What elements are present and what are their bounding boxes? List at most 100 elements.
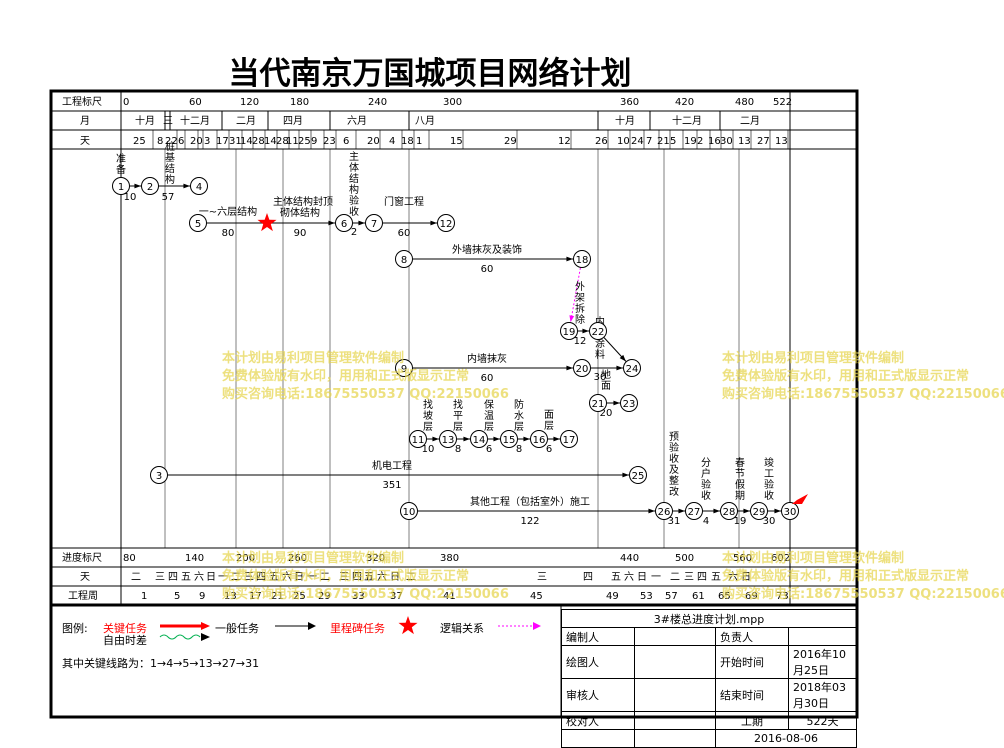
task-name: 一~六层结构 <box>199 205 257 218</box>
month-cell: 六月 <box>347 115 367 127</box>
task-node <box>335 214 353 232</box>
task-name: 层 <box>423 421 433 433</box>
arrow-head <box>569 315 575 323</box>
arrow-head <box>432 436 439 442</box>
task-node <box>150 466 168 484</box>
arrow-head <box>463 436 470 442</box>
task-duration: 31 <box>668 516 681 527</box>
task-node <box>573 250 591 268</box>
week-cell: 25 <box>293 591 306 602</box>
scale-tick: 240 <box>368 97 387 108</box>
task-name: 收 <box>349 205 359 218</box>
weekday-cell: 五 <box>181 572 191 583</box>
month-cell: 二月 <box>236 115 256 127</box>
week-cell: 61 <box>692 591 705 602</box>
progress-tick: 380 <box>440 553 459 564</box>
task-node-label: 4 <box>196 182 202 193</box>
legend-critical: 关键任务 <box>103 622 147 635</box>
task-name: 主体结构封顶 <box>273 195 333 208</box>
task-name: 结 <box>165 162 175 175</box>
day-cell: 14 <box>264 136 277 147</box>
task-name: 面 <box>544 410 554 421</box>
arrow-head <box>430 220 437 226</box>
task-duration: 60 <box>481 373 494 384</box>
month-cell: 十月 <box>135 114 155 127</box>
arrow-head <box>616 365 623 371</box>
task-duration: 30 <box>594 372 607 383</box>
task-name: 工 <box>764 469 774 480</box>
day-cell: 26 <box>595 136 608 147</box>
task-name: 层 <box>484 421 494 433</box>
weekday-cell: 三 <box>244 572 254 583</box>
task-duration: 6 <box>546 444 552 455</box>
task-node-label: 28 <box>723 507 736 518</box>
weekday-cell: 一 <box>218 572 228 583</box>
task-name: 机电工程 <box>372 459 412 472</box>
scale-tick: 480 <box>735 97 754 108</box>
task-name: 验 <box>764 478 774 491</box>
task-duration: 90 <box>294 228 307 239</box>
week-cell: 53 <box>640 591 653 602</box>
weekday-cell: 三 <box>155 572 165 583</box>
day-cell: 31 <box>229 136 242 147</box>
task-node <box>573 359 591 377</box>
task-name: 春 <box>735 457 745 469</box>
task-node-label: 9 <box>401 364 407 375</box>
task-name: 其他工程（包括室外）施工 <box>470 495 590 508</box>
arrow-head <box>774 508 781 514</box>
month-cell: 四月 <box>283 115 303 127</box>
weekday-cell: 日 <box>206 572 216 583</box>
day-cell: 19 <box>684 136 697 147</box>
task-name: 分 <box>701 457 711 469</box>
task-name: 整 <box>669 474 679 487</box>
legend-label: 图例: <box>62 622 88 635</box>
day-cell: 20 <box>190 136 203 147</box>
day-cell: 25 <box>298 136 311 147</box>
progress-tick: 140 <box>185 553 204 564</box>
weekday-cell: 日 <box>390 572 400 583</box>
legend-normal-head <box>308 622 316 630</box>
day-cell: 13 <box>738 136 751 147</box>
week-cell: 65 <box>718 591 731 602</box>
task-node <box>500 430 518 448</box>
task-name: 温 <box>484 410 494 422</box>
day-cell: 27 <box>757 136 770 147</box>
day-cell: 29 <box>504 136 517 147</box>
day-cell: 6 <box>343 136 349 147</box>
task-node <box>112 177 130 195</box>
day-label: 天 <box>80 136 90 147</box>
weekday-cell: 二 <box>670 572 680 583</box>
task-node-label: 17 <box>563 435 576 446</box>
weekday-cell: 五 <box>711 572 721 583</box>
info-file: 3#楼总进度计划.mpp <box>561 609 857 628</box>
day-cell: 22 <box>165 136 178 147</box>
arrow-head <box>328 220 335 226</box>
task-name: 基 <box>165 151 175 164</box>
day-cell: 14 <box>240 136 253 147</box>
scale-tick: 300 <box>443 97 462 108</box>
arrow-head <box>619 354 626 362</box>
month-cell: 十月 <box>615 114 635 127</box>
task-node-label: 22 <box>592 327 605 338</box>
task-name: 准 <box>116 153 126 165</box>
progress-tick: 440 <box>620 553 639 564</box>
task-node-label: 30 <box>784 507 797 518</box>
task-node <box>629 466 647 484</box>
task-node-label: 2 <box>147 182 153 193</box>
task-name: 除 <box>575 313 585 326</box>
task-duration: 8 <box>516 444 522 455</box>
task-duration: 80 <box>222 228 235 239</box>
day-cell: 11 <box>286 136 299 147</box>
weekday-cell: 日 <box>637 572 647 583</box>
page-title: 当代南京万国城项目网络计划 <box>228 56 632 92</box>
month-cell: 三 <box>163 116 173 127</box>
week-cell: 49 <box>606 591 619 602</box>
weekday-cell: 三 <box>684 572 694 583</box>
weekday-cell: 五 <box>611 572 621 583</box>
scale-tick: 360 <box>620 97 639 108</box>
task-name: 面 <box>601 381 611 392</box>
task-name: 门窗工程 <box>384 195 424 208</box>
task-name: 层 <box>453 421 463 433</box>
